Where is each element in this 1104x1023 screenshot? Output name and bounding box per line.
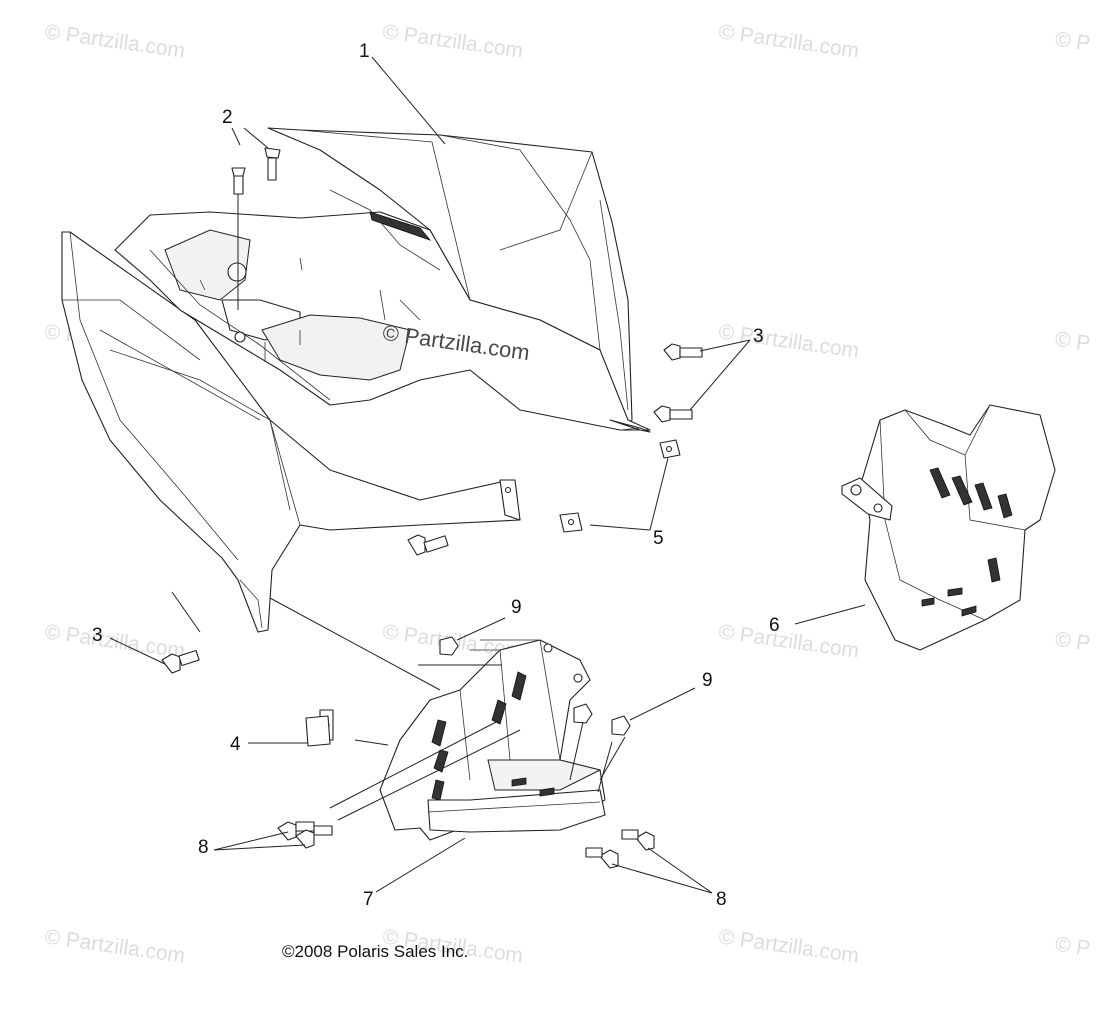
callout-7: 7: [363, 889, 374, 910]
callout-1: 1: [359, 41, 370, 62]
callout-8: 8: [198, 837, 209, 858]
callout-2: 2: [222, 107, 233, 128]
callout-9: 9: [511, 597, 522, 618]
callout-9: 9: [702, 670, 713, 691]
decal-part: [305, 715, 331, 747]
heel-guard-part: [841, 404, 1056, 651]
footwell-guard-part: [319, 639, 606, 841]
callout-6: 6: [769, 615, 780, 636]
callout-5: 5: [653, 528, 664, 549]
callout-8: 8: [716, 889, 727, 910]
callout-4: 4: [230, 734, 241, 755]
fasteners: [161, 147, 703, 869]
copyright-notice: ©2008 Polaris Sales Inc.: [282, 942, 469, 961]
leader-lines: [109, 56, 866, 894]
callout-3: 3: [753, 326, 764, 347]
rear-fender-part: [61, 127, 651, 633]
callout-3: 3: [92, 625, 103, 646]
